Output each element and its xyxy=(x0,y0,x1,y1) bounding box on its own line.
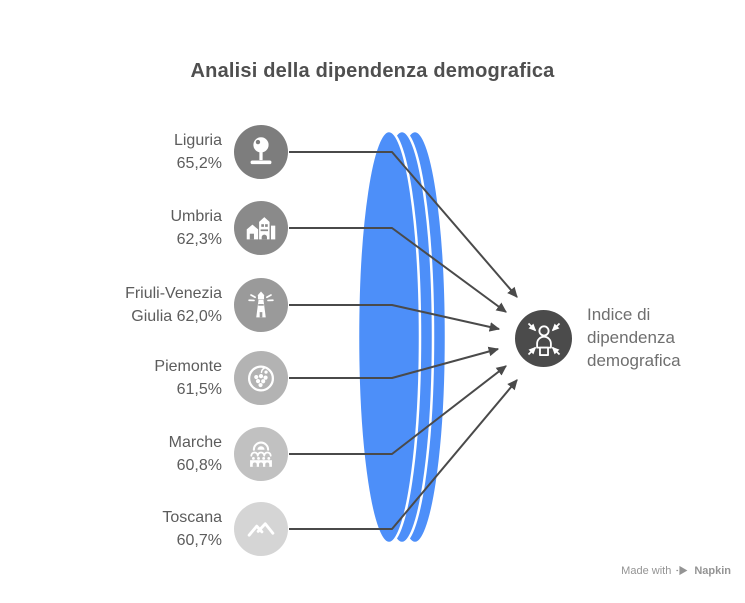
made-with-napkin: Made with Napkin xyxy=(621,564,731,577)
lighthouse-icon xyxy=(248,291,274,318)
label-umbria: Umbria 62,3% xyxy=(170,205,222,251)
region-name: Marche xyxy=(168,434,222,451)
region-name: Toscana xyxy=(162,509,222,526)
napkin-brand-text: Napkin xyxy=(694,564,731,577)
dome-icon xyxy=(250,441,272,467)
connector-umbria xyxy=(289,227,507,313)
person-focus-icon xyxy=(527,322,560,356)
toscana-icon-circle xyxy=(234,502,288,556)
connector-marche xyxy=(289,365,507,455)
index-label-line: Indice di xyxy=(587,305,651,324)
region-name: Umbria xyxy=(170,208,222,225)
made-with-text: Made with xyxy=(621,564,672,577)
index-label-line: dipendenza xyxy=(587,328,675,347)
region-value: 61,5% xyxy=(176,381,222,398)
index-icon-circle xyxy=(515,310,572,367)
umbria-icon-circle xyxy=(234,201,288,255)
region-value: 60,7% xyxy=(176,532,222,549)
region-value: 65,2% xyxy=(176,155,222,172)
region-name: Friuli-Venezia xyxy=(125,285,222,302)
region-name: Liguria xyxy=(173,132,222,149)
label-friuli: Friuli-Venezia Giulia 62,0% xyxy=(125,282,222,328)
connector-piemonte xyxy=(289,346,500,379)
region-name: Piemonte xyxy=(154,358,222,375)
region-value: Giulia 62,0% xyxy=(131,308,222,325)
marche-icon-circle xyxy=(234,427,288,481)
label-piemonte: Piemonte 61,5% xyxy=(154,355,222,401)
map-pin-icon xyxy=(250,137,272,165)
liguria-icon-circle xyxy=(234,125,288,179)
region-value: 60,8% xyxy=(176,457,222,474)
region-value: 62,3% xyxy=(176,231,222,248)
connector-toscana xyxy=(289,379,518,530)
connector-liguria xyxy=(289,151,518,298)
connector-friuli xyxy=(289,304,501,332)
friuli-icon-circle xyxy=(234,278,288,332)
piemonte-icon-circle xyxy=(234,351,288,405)
label-toscana: Toscana 60,7% xyxy=(162,506,222,552)
village-icon xyxy=(246,217,276,240)
index-label: Indice di dipendenza demografica xyxy=(587,303,681,372)
label-marche: Marche 60,8% xyxy=(169,431,222,477)
page-title: Analisi della dipendenza demografica xyxy=(190,60,555,82)
label-liguria: Liguria 65,2% xyxy=(174,129,222,175)
mountains-icon xyxy=(247,522,275,537)
napkin-logo-icon xyxy=(676,565,688,576)
lens-layer-front xyxy=(356,129,422,545)
index-label-line: demografica xyxy=(587,351,681,370)
grapes-icon xyxy=(247,365,275,392)
